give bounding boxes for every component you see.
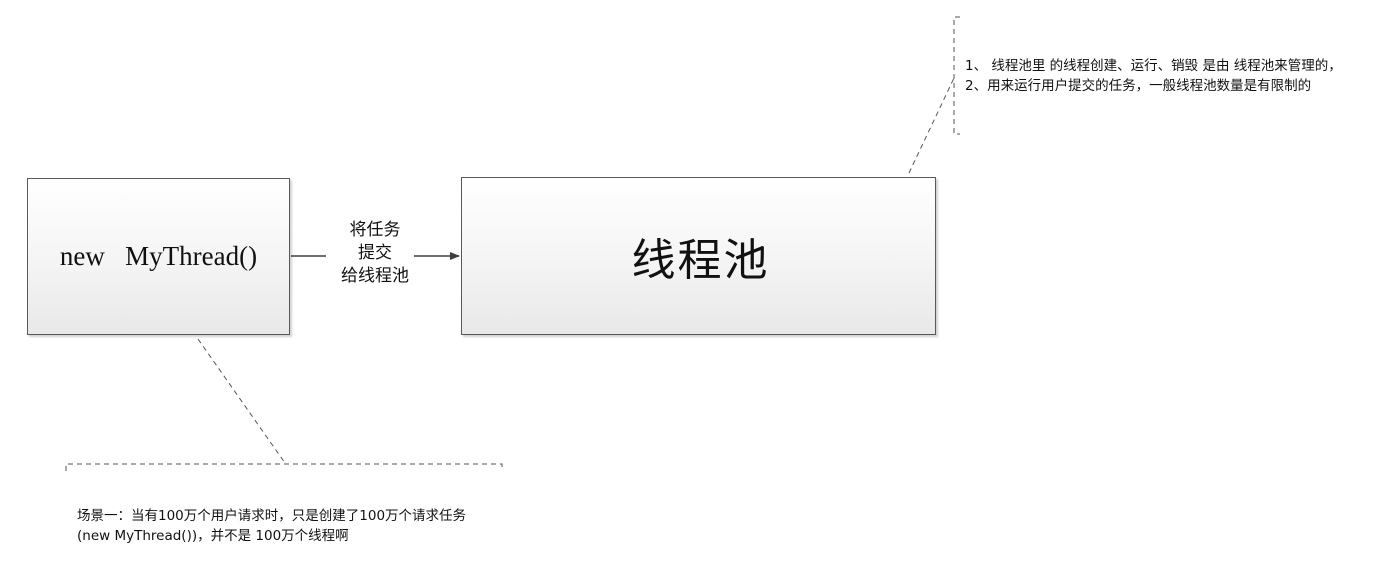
thread-pool-box: 线程池	[461, 177, 936, 335]
pool-note-line: 1、 线程池里 的线程创建、运行、销毁 是由 线程池来管理的，	[965, 58, 1342, 74]
scenario-callout-bracket	[65, 463, 503, 471]
thread-pool-label: 线程池	[631, 235, 770, 286]
thread-creation-label: new MyThread()	[59, 241, 258, 271]
arrow-label-line: 给线程池	[341, 266, 409, 286]
pool-notes: 1、 线程池里 的线程创建、运行、销毁 是由 线程池来管理的， 2、用来运行用户…	[965, 56, 1342, 96]
submit-arrow-label: 将任务 提交 给线程池	[330, 219, 420, 288]
scenario-callout-leader	[197, 338, 286, 464]
pool-note-line: 2、用来运行用户提交的任务，一般线程池数量是有限制的	[965, 78, 1312, 94]
thread-creation-box: new MyThread()	[27, 178, 290, 335]
scenario-note: 场景一：当有100万个用户请求时，只是创建了100万个请求任务(new MyTh…	[77, 508, 467, 544]
arrow-label-line: 提交	[358, 243, 392, 263]
arrow-label-line: 将任务	[349, 220, 401, 240]
pool-callout-bracket	[953, 16, 960, 135]
pool-callout-leader	[908, 77, 955, 174]
